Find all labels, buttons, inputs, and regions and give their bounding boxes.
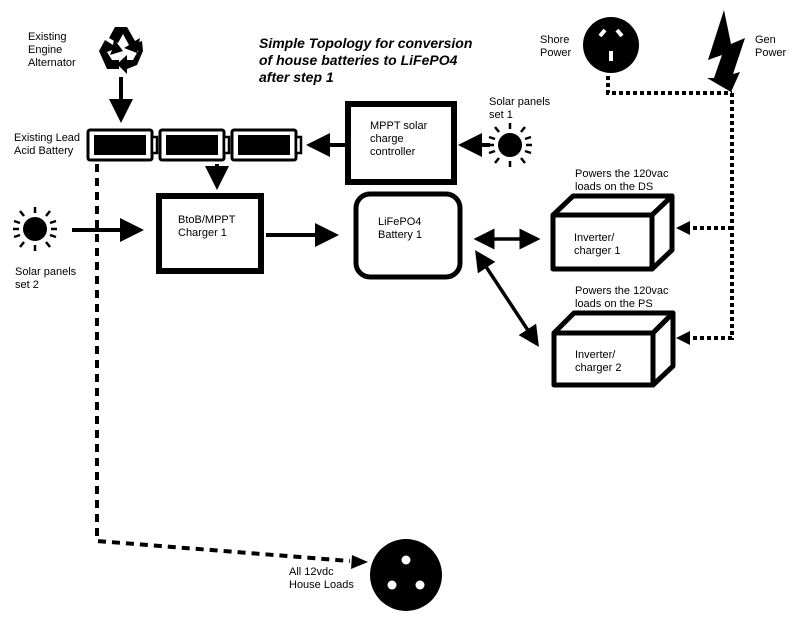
sun-icon-set1	[488, 123, 532, 167]
ps-loads-label: Powers the 120vac loads on the PS	[575, 285, 669, 310]
btob-charger-box	[156, 193, 264, 274]
lifepo4-battery-box	[353, 191, 463, 280]
diagram-title: Simple Topology for conversion of house …	[259, 35, 473, 85]
sun-icon-set2	[13, 207, 57, 251]
ds-loads-label: Powers the 120vac loads on the DS	[575, 168, 669, 193]
mppt-controller-text: MPPT solar charge controller	[370, 120, 428, 158]
shore-power-label: Shore Power	[540, 34, 572, 59]
lead-acid-battery-2	[158, 128, 231, 162]
lifepo4-inverter2-arrow	[475, 250, 539, 347]
house-loads-label: All 12vdc House Loads	[289, 566, 354, 591]
outlet-icon	[583, 17, 639, 73]
lightning-icon	[707, 10, 745, 92]
solar1-label: Solar panels set 1	[489, 96, 551, 121]
mppt-controller-box	[345, 101, 457, 185]
solar2-label: Solar panels set 2	[15, 266, 77, 291]
lead-acid-battery-3	[230, 128, 303, 162]
lead-acid-label: Existing Lead Acid Battery	[14, 132, 81, 157]
ac-arrowheads	[676, 221, 690, 345]
gen-power-label: Gen Power	[755, 34, 787, 59]
lead-acid-battery-1	[86, 128, 159, 162]
lifepo4-battery-text: LiFePO4 Battery 1	[378, 216, 423, 241]
alternator-label: Existing Engine Alternator	[28, 31, 76, 69]
recycle-icon	[99, 27, 143, 74]
inverter2-text: Inverter/ charger 2	[575, 349, 622, 374]
house-loads-arrowhead	[351, 555, 368, 569]
inverter1-text: Inverter/ charger 1	[574, 232, 621, 257]
dc-socket-icon	[370, 539, 442, 611]
inverter2-box	[551, 310, 676, 388]
ac-dotted-lines	[606, 76, 734, 340]
inverter1-box	[550, 193, 675, 272]
btob-charger-text: BtoB/MPPT Charger 1	[178, 214, 236, 239]
house-loads-dashed-line	[95, 164, 351, 563]
